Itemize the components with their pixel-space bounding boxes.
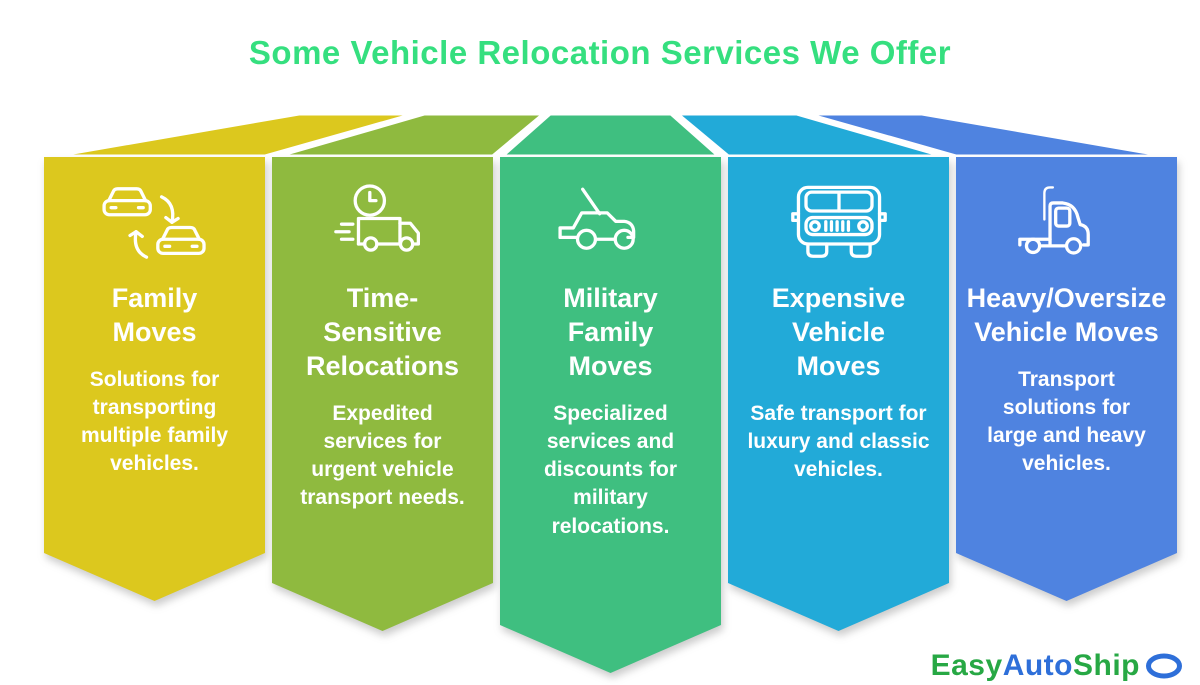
- luxury-vehicle-front-icon: [773, 179, 905, 275]
- banner-title: Military Family Moves: [563, 283, 658, 382]
- banner-description: Expedited services for urgent vehicle tr…: [300, 402, 465, 510]
- banner-military-family-moves: Military Family Moves Specialized servic…: [500, 157, 721, 673]
- semi-truck-icon: [1001, 179, 1133, 275]
- brand-word-easy: Easy: [930, 649, 1003, 682]
- banner-pennant-shape: [728, 157, 949, 631]
- banner-family-moves: Family Moves Solutions for transporting …: [44, 157, 265, 601]
- banner-title: Time-Sensitive Relocations: [305, 283, 460, 382]
- banner-time-sensitive-relocations: Time-Sensitive Relocations Expedited ser…: [272, 157, 493, 631]
- banner-heavy-oversize-vehicle-moves: Heavy/Oversize Vehicle Moves Transport s…: [956, 157, 1177, 601]
- banner-description: Solutions for transporting multiple fami…: [80, 368, 229, 476]
- banner-title: Expensive Vehicle Moves: [771, 283, 906, 382]
- brand-oval-icon: [1144, 651, 1184, 681]
- banner-pennant-shape: [272, 157, 493, 631]
- brand-word-auto: Auto: [1002, 649, 1073, 682]
- banner-title: Family Moves: [111, 283, 198, 348]
- banner-expensive-vehicle-moves: Expensive Vehicle Moves Safe transport f…: [728, 157, 949, 631]
- banner-fold-band: [43, 110, 1178, 160]
- banner-pennant-shape: [956, 157, 1177, 601]
- banner-title: Heavy/Oversize Vehicle Moves: [966, 283, 1167, 348]
- military-jeep-icon: [545, 179, 677, 275]
- brand-watermark: Easy Auto Ship: [931, 649, 1184, 683]
- banner-description: Transport solutions for large and heavy …: [987, 368, 1146, 476]
- car-exchange-icon: [89, 179, 221, 275]
- main-title: Some Vehicle Relocation Services We Offe…: [248, 34, 952, 71]
- brand-word-ship: Ship: [1073, 649, 1140, 682]
- banner-description: Specialized services and discounts for m…: [543, 402, 677, 538]
- express-delivery-truck-icon: [317, 179, 449, 275]
- banner-pennant-shape: [500, 157, 721, 673]
- banner-description: Safe transport for luxury and classic ve…: [747, 402, 930, 482]
- banner-pennant-shape: [44, 157, 265, 601]
